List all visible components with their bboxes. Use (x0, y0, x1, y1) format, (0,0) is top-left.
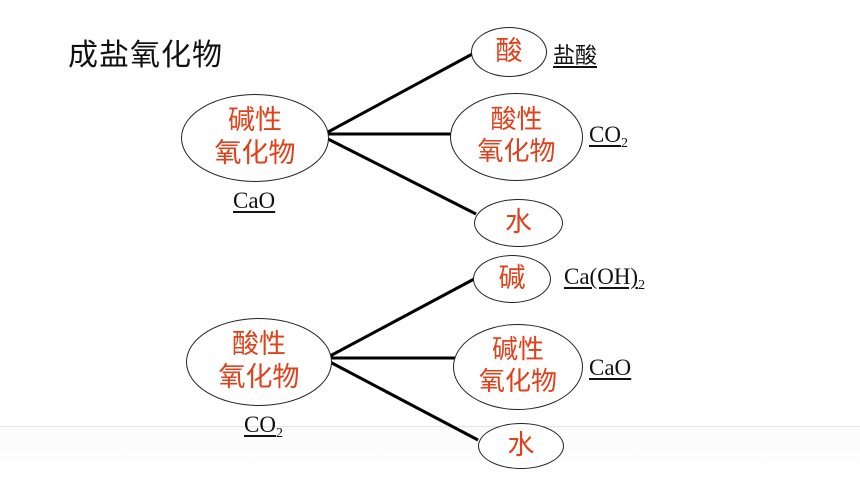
ellipse-line: 氧化物 (218, 362, 300, 393)
formula-main: Ca(OH) (564, 264, 639, 289)
acidic-oxide-target-ellipse: 酸性 氧化物 (450, 93, 583, 181)
ellipse-line: 碱性 (491, 335, 544, 366)
ellipse-line: 氧化物 (478, 367, 557, 397)
ellipse-label: 水 (507, 429, 535, 461)
formula-subscript: 2 (620, 136, 628, 151)
connector-top-acid (327, 50, 477, 134)
cao-example-label: CaO (589, 355, 632, 380)
connector-bottom-water (329, 360, 479, 442)
base-ellipse: 碱 (473, 255, 551, 303)
formula-main: CO (589, 122, 621, 147)
basic-oxide-target-ellipse: 碱性 氧化物 (453, 324, 583, 410)
ellipse-label: 水 (505, 206, 532, 238)
water-ellipse: 水 (474, 199, 563, 247)
connector-top-water (327, 137, 477, 216)
bottom-band (0, 426, 860, 485)
diagram-title: 成盐氧化物 (68, 38, 223, 73)
basic-oxide-source-ellipse: 碱性 氧化物 (181, 94, 329, 182)
ellipse-line: 氧化物 (477, 137, 556, 167)
ellipse-label: 碱 (498, 262, 526, 294)
connector-bottom-base (329, 276, 477, 358)
water-ellipse: 水 (478, 423, 564, 469)
acid-example-label: 盐酸 (553, 44, 598, 69)
formula-subscript: 2 (275, 426, 283, 441)
source-example-label: CaO (233, 188, 276, 213)
ellipse-line: 碱性 (228, 105, 282, 137)
ellipse-line: 酸性 (232, 329, 286, 361)
ellipse-label: 酸 (495, 35, 523, 67)
co2-example-label: CO2 (589, 122, 628, 152)
ellipse-line: 氧化物 (214, 138, 296, 169)
ellipse-line: 酸性 (490, 105, 543, 136)
acid-ellipse: 酸 (471, 27, 547, 77)
acidic-oxide-source-ellipse: 酸性 氧化物 (186, 318, 332, 406)
formula-subscript: 2 (638, 278, 646, 293)
caoh2-example-label: Ca(OH)2 (564, 264, 645, 294)
source-example-label: CO2 (244, 412, 283, 442)
formula-main: CO (244, 412, 276, 437)
